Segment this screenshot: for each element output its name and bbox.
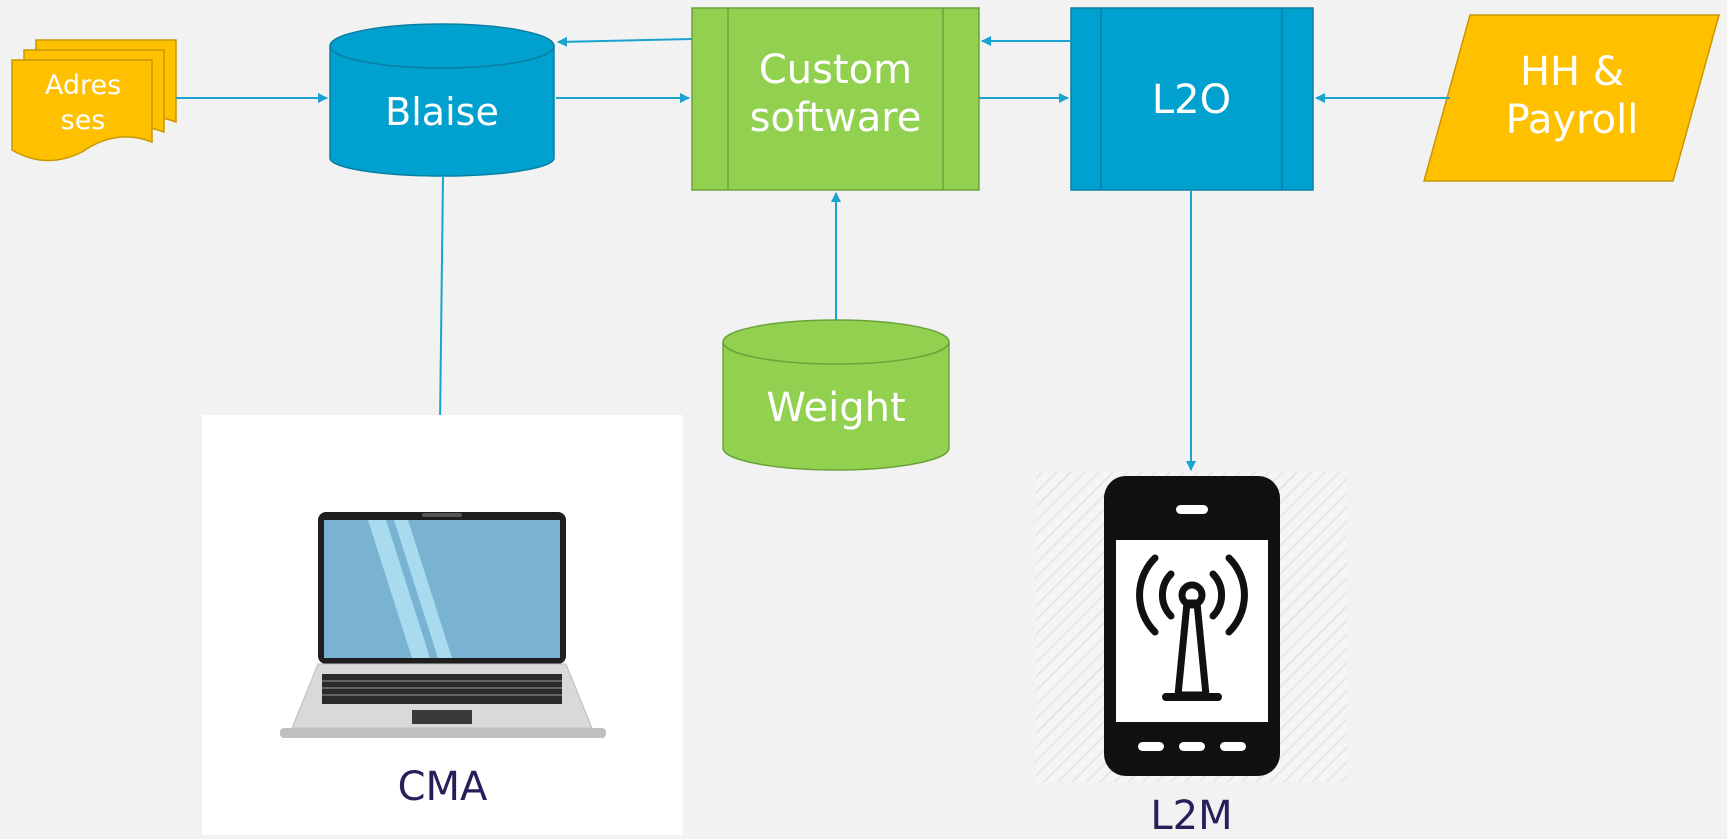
smartphone-antenna-icon <box>1104 476 1280 776</box>
l2m-device-panel <box>1036 472 1347 782</box>
addresses-label-line1: Adres <box>44 70 122 101</box>
addresses-label-line2: ses <box>60 105 106 137</box>
cma-caption: CMA <box>397 764 488 810</box>
hh-payroll-label-line1: HH & <box>1519 49 1625 95</box>
hh-payroll-data-shape <box>1423 14 1720 182</box>
custom-software-label: Custom software <box>728 48 943 140</box>
l2o-process-shape <box>1070 7 1314 191</box>
connectors <box>176 36 1450 506</box>
l2o-label: L2O <box>1151 77 1232 123</box>
cma-device-panel <box>202 415 683 835</box>
arrow-custom-software-to-blaise <box>557 36 693 47</box>
hh-payroll-label: HH & Payroll <box>1482 50 1662 142</box>
weight-label: Weight <box>766 385 906 431</box>
hh-payroll-label-line2: Payroll <box>1505 97 1639 143</box>
custom-software-process-shape <box>691 7 980 191</box>
blaise-database-shape <box>329 23 555 177</box>
weight-database-shape <box>722 319 950 471</box>
addresses-documents-shape <box>11 39 177 162</box>
laptop-icon <box>280 512 606 738</box>
custom-software-label-line2: software <box>749 95 922 141</box>
addresses-label: Adres ses <box>14 68 152 138</box>
l2m-caption: L2M <box>1150 793 1233 839</box>
custom-software-label-line1: Custom <box>758 47 913 93</box>
blaise-label: Blaise <box>385 90 499 134</box>
